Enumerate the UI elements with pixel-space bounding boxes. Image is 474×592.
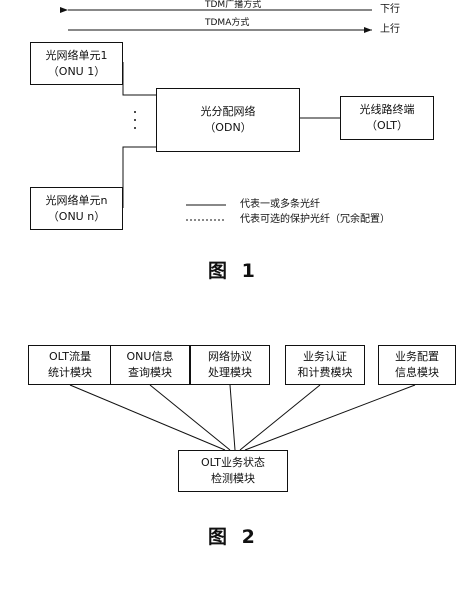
center-line1: OLT业务状态 [201, 456, 265, 469]
module5-line1: 业务配置 [395, 350, 439, 363]
module1-line1: OLT流量 [49, 350, 91, 363]
legend-solid-text: 代表一或多条光纤 [240, 199, 320, 210]
fiber-onun-odn [122, 146, 156, 208]
onun-box: 光网络单元n （ONU n） [30, 187, 123, 230]
module-service-config: 业务配置 信息模块 [378, 345, 456, 385]
downstream-label: TDM广播方式 [205, 0, 262, 10]
module4-line2: 和计费模块 [297, 366, 353, 379]
onu1-name: 光网络单元1 [45, 48, 108, 62]
link-module5 [244, 384, 416, 451]
onu1-box: 光网络单元1 （ONU 1） [30, 42, 123, 85]
onun-code: （ONU n） [47, 209, 106, 223]
figure1-caption: 图 1 [208, 260, 259, 282]
module5-line2: 信息模块 [395, 366, 439, 379]
link-module3 [229, 384, 236, 451]
figure2-caption: 图 2 [208, 526, 259, 548]
module2-line1: ONU信息 [126, 350, 174, 363]
module-protocol: 网络协议 处理模块 [190, 345, 270, 385]
downstream-direction: 下行 [380, 4, 400, 15]
odn-code: （ODN） [204, 121, 252, 134]
module4-line1: 业务认证 [303, 350, 347, 363]
module2-line2: 查询模块 [128, 366, 172, 379]
center-line2: 检测模块 [211, 472, 255, 485]
link-module2 [149, 384, 231, 451]
module1-line2: 统计模块 [48, 366, 92, 379]
module-auth-billing: 业务认证 和计费模块 [285, 345, 365, 385]
odn-name: 光分配网络 [200, 105, 256, 118]
module-traffic-stats: OLT流量 统计模块 [28, 345, 112, 385]
onun-name: 光网络单元n [45, 193, 108, 207]
module3-line1: 网络协议 [208, 350, 252, 363]
ellipsis-dots [134, 111, 136, 129]
olt-code: （OLT） [366, 119, 408, 132]
odn-box: 光分配网络 （ODN） [156, 88, 300, 152]
upstream-direction: 上行 [380, 24, 400, 35]
module3-line2: 处理模块 [208, 366, 252, 379]
link-module4 [239, 384, 321, 451]
fiber-onu1-odn [122, 62, 156, 96]
legend-dashed-text: 代表可选的保护光纤（冗余配置） [240, 214, 390, 225]
olt-box: 光线路终端 （OLT） [340, 96, 434, 140]
link-module1 [69, 384, 226, 451]
module-onu-query: ONU信息 查询模块 [110, 345, 190, 385]
module-olt-status-detection: OLT业务状态 检测模块 [178, 450, 288, 492]
olt-name: 光线路终端 [359, 103, 415, 116]
onu1-code: （ONU 1） [47, 64, 106, 78]
upstream-label: TDMA方式 [205, 18, 250, 28]
